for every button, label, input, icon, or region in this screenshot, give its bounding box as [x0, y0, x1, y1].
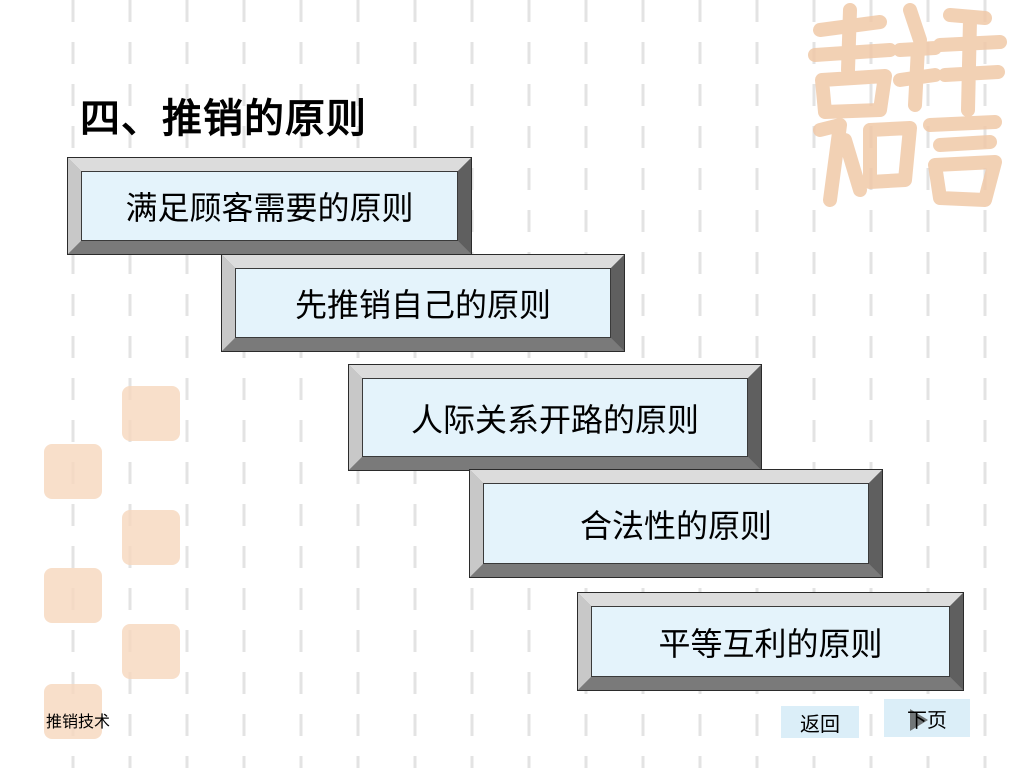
decorative-seal-small [44, 684, 102, 739]
principle-label: 先推销自己的原则 [235, 268, 611, 338]
back-button[interactable]: 返回 [781, 706, 859, 738]
decorative-seal-small [122, 510, 180, 565]
principle-box-3: 人际关系开路的原则 [348, 364, 762, 471]
principle-box-4: 合法性的原则 [469, 469, 883, 578]
principle-box-1: 满足顾客需要的原则 [67, 157, 472, 255]
next-page-button[interactable]: 下页 [884, 699, 970, 737]
principle-label: 合法性的原则 [483, 483, 869, 564]
principle-label: 人际关系开路的原则 [362, 378, 748, 457]
slide-title: 四、推销的原则 [80, 95, 367, 142]
decorative-seal-small [122, 386, 180, 441]
back-button-label: 返回 [800, 711, 840, 736]
principle-label: 平等互利的原则 [591, 606, 950, 677]
decorative-seal-large [808, 3, 1007, 207]
footer-course-name: 推销技术 [46, 712, 111, 731]
principle-box-2: 先推销自己的原则 [221, 254, 625, 352]
decorative-seal-small [44, 444, 102, 499]
principle-box-5: 平等互利的原则 [577, 592, 964, 691]
principle-label: 满足顾客需要的原则 [81, 171, 458, 241]
decorative-seal-small [44, 568, 102, 623]
next-button-label: 下页 [907, 707, 947, 732]
decorative-seal-small [122, 624, 180, 679]
